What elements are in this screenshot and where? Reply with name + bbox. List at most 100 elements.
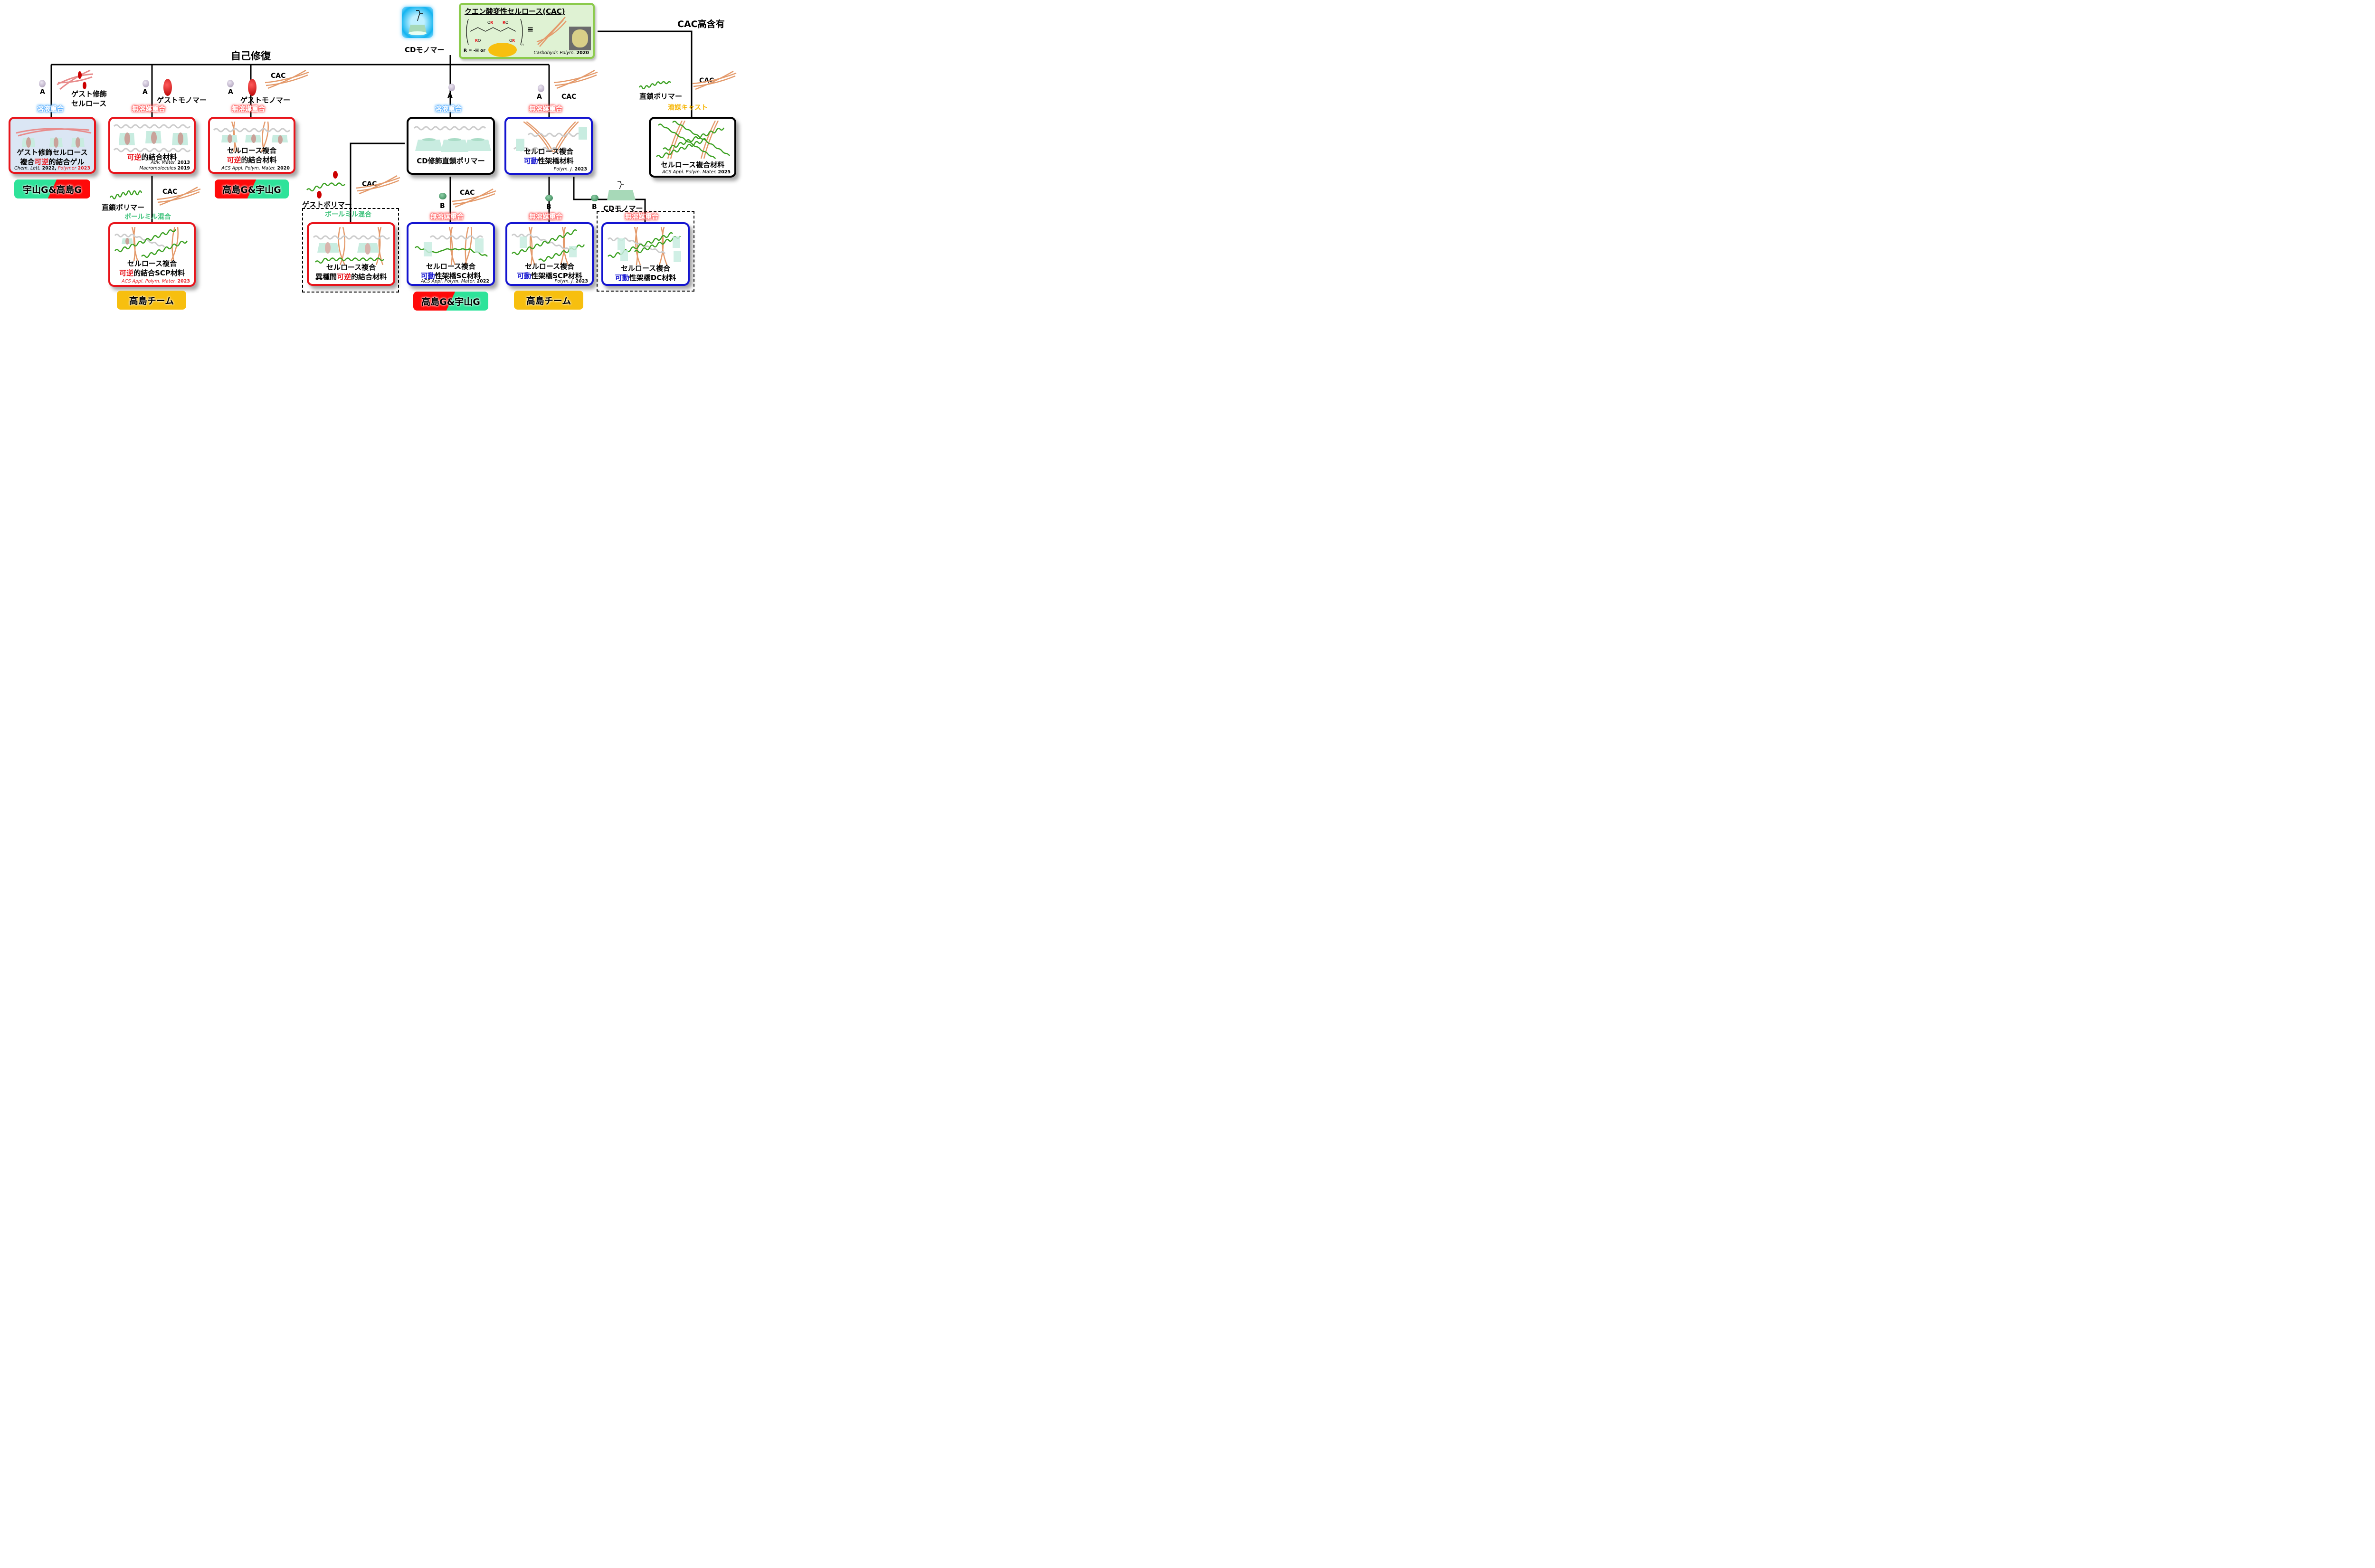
monomer-a-icon	[142, 80, 149, 87]
cac-fiber-icon	[356, 175, 400, 195]
guest-cellulose-icon	[57, 69, 94, 90]
card-title-line1: ゲスト修飾セルロース	[17, 148, 88, 157]
card-guest-cellulose-gel: ゲスト修飾セルロース 複合可逆的結合ゲル Chem. Lett. 2022, P…	[9, 117, 96, 174]
card-title-line1: セルロース複合	[426, 262, 476, 271]
citric-acid-group-icon	[488, 43, 517, 57]
guest-cellulose-label: ゲスト修飾セルロース	[71, 90, 107, 108]
flow-connectors	[49, 30, 694, 236]
monomer-a-label-5: A	[537, 93, 542, 101]
monomer-b-icon	[545, 195, 553, 201]
card-reference: ACS Appl. Polym. Mater. 2020	[221, 166, 290, 171]
method-solution-polymerization: 溶液重合	[37, 105, 64, 113]
monomer-b-label-1: B	[440, 202, 445, 210]
linear-polymer-icon	[109, 190, 142, 199]
dashed-group-dc	[597, 211, 694, 292]
cac-reference: Carbohydr. Polym. 2020	[533, 50, 589, 56]
cac-high-content-label: CAC高含有	[677, 19, 725, 29]
cd-polymer-icon	[413, 126, 491, 152]
monomer-b-icon	[591, 195, 598, 201]
cac-fiber-icon	[452, 188, 496, 208]
card-title-line1: セルロース複合	[620, 264, 671, 273]
card-title-line2: 可逆的結合材料	[227, 156, 277, 164]
guest-monomer-label-1: ゲストモノマー	[157, 96, 207, 104]
card-title-line1: セルロース複合	[127, 259, 177, 268]
card-title-line2: 複合可逆的結合ゲル	[20, 158, 85, 166]
card-cellulose-reversible-material: セルロース複合 可逆的結合材料 ACS Appl. Polym. Mater. …	[208, 117, 295, 174]
cac-title: クエン酸変性セルロース(CAC)	[465, 7, 565, 16]
cac-fiber-icon	[692, 70, 737, 90]
card-title-line2: 可動性架橋DC材料	[615, 274, 676, 282]
svg-text:O: O	[509, 38, 512, 43]
reversible-structure-icon	[113, 124, 191, 152]
equivalence-symbol: ≡	[527, 25, 534, 34]
cac-photo-icon	[569, 27, 591, 50]
card-reference: Polym. J. 2023	[554, 279, 588, 284]
monomer-a-icon	[538, 85, 544, 92]
card-title-line1: セルロース複合	[326, 263, 376, 272]
card-title-line2: 可動性架橋材料	[523, 157, 574, 165]
guest-monomer-label-2: ゲストモノマー	[240, 96, 291, 104]
team-badge-takashima-uyama: 高島G&宇山G	[413, 292, 488, 311]
monomer-a-icon	[39, 80, 46, 87]
cac-label-1: CAC	[271, 72, 286, 80]
card-title-line2: 可逆的結合SCP材料	[119, 269, 185, 277]
card-title-line2: 可逆的結合材料	[127, 153, 177, 161]
guest-polymer-icon	[306, 171, 345, 198]
card-reference: ACS Appl. Polym. Mater. 2023	[122, 279, 190, 284]
card-reference-2: Macromolecules 2019	[139, 166, 190, 171]
reversible-scp-icon	[114, 227, 188, 261]
card-reference: Polym. J. 2023	[553, 167, 587, 172]
monomer-b-label-3: B	[592, 203, 597, 211]
movable-sc-icon	[415, 227, 488, 265]
cd-monomer-label-2: CDモノマー	[603, 204, 643, 213]
card-reference: ACS Appl. Polym. Mater. 2025	[662, 170, 731, 175]
team-badge-takashima-uyama: 高島G&宇山G	[215, 179, 289, 198]
cac-fiber-icon	[553, 69, 598, 89]
cac-high-line	[598, 30, 694, 129]
card-title-line1: セルロース複合	[523, 147, 574, 156]
method-solvent-free-polymerization: 無溶媒重合	[132, 105, 165, 113]
card-cellulose-heterogeneous-reversible: セルロース複合 異種間可逆的結合材料	[307, 222, 395, 286]
team-badge-takashima-team: 高島チーム	[117, 291, 186, 310]
method-solvent-free-polymerization: 無溶媒重合	[529, 105, 562, 113]
r-definition: R = -H or	[464, 48, 485, 53]
team-badge-uyama-takashima: 宇山G&高島G	[14, 179, 90, 198]
method-solvent-free-polymerization: 無溶媒重合	[232, 105, 265, 113]
monomer-b-icon	[439, 193, 446, 199]
monomer-b-label-2: B	[546, 203, 551, 211]
monomer-a-label-4: A	[447, 92, 453, 100]
cac-fiber-icon	[536, 17, 567, 47]
cd-monomer-icon	[607, 181, 636, 200]
card-title-line1: セルロース複合材料	[660, 161, 725, 169]
monomer-a-icon	[448, 84, 455, 91]
card-cellulose-reversible-scp: セルロース複合 可逆的結合SCP材料 ACS Appl. Polym. Mate…	[108, 222, 196, 287]
method-ball-mill-mixing: ボールミル混合	[325, 211, 371, 218]
method-solvent-free-polymerization: 無溶媒重合	[625, 213, 658, 221]
card-cellulose-movable-scp: セルロース複合 可動性架橋SCP材料 Polym. J. 2023	[505, 222, 594, 286]
svg-text:R: R	[490, 20, 493, 25]
cac-label-4: CAC	[162, 188, 178, 196]
method-solvent-cast: 溶媒キャスト	[668, 104, 708, 112]
cd-monomer-label: CDモノマー	[405, 46, 445, 54]
method-solvent-free-polymerization: 無溶媒重合	[529, 213, 562, 221]
branch-hetero	[349, 142, 405, 236]
card-title-line2: 可動性架橋SC材料	[420, 272, 481, 280]
card-reference-1: Adv. Mater. 2013	[151, 160, 190, 165]
svg-text:O: O	[505, 20, 508, 25]
movable-dc-icon	[607, 227, 681, 265]
cac-fiber-icon	[265, 69, 309, 89]
svg-text:O: O	[478, 38, 481, 43]
svg-text:n: n	[522, 43, 523, 47]
card-title-line1: CD修飾直鎖ポリマー	[417, 157, 485, 165]
movable-scp-icon	[511, 227, 585, 265]
dashed-group-heterogeneous	[302, 208, 399, 293]
card-reference: ACS Appl. Polym. Mater. 2022	[421, 279, 489, 284]
guest-monomer-icon	[248, 79, 256, 96]
cac-fiber-icon	[156, 186, 201, 206]
card-cellulose-movable-dc: セルロース複合 可動性架橋DC材料	[601, 222, 690, 286]
team-badge-takashima-team: 高島チーム	[514, 291, 583, 310]
cac-label-6: CAC	[460, 189, 475, 197]
monomer-a-label-2: A	[142, 88, 148, 96]
method-ball-mill-mixing: ボールミル混合	[124, 213, 171, 221]
